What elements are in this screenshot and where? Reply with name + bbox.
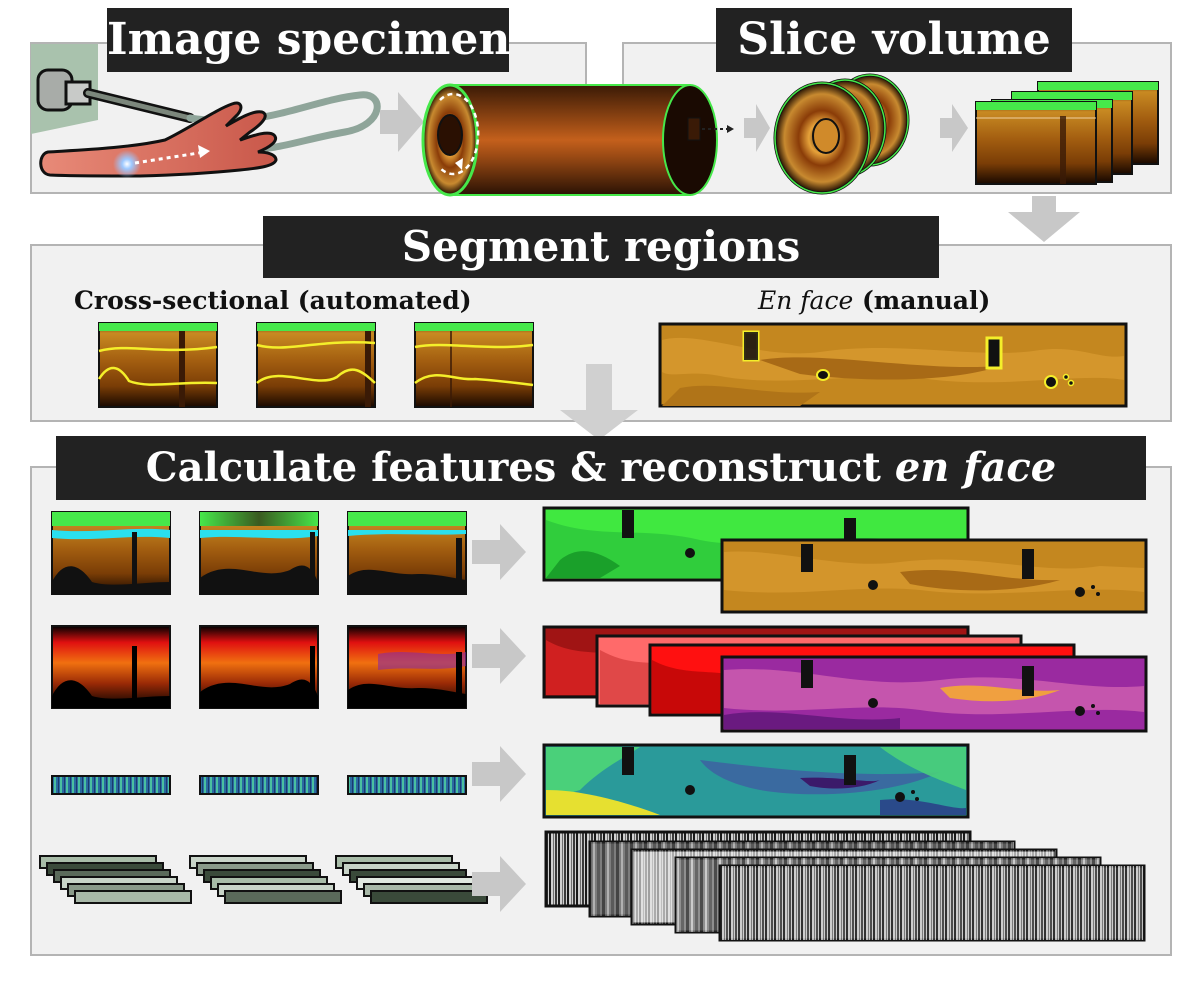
en-face-manual-map (658, 322, 1128, 408)
flow-arrow-icon (472, 746, 526, 802)
oct-machine-icon (31, 44, 98, 134)
step-image-specimen: Image specimen (107, 8, 510, 72)
hand-icon (39, 101, 278, 178)
flow-arrow-icon (1008, 196, 1080, 242)
feature-row-strips (51, 775, 467, 795)
step-calculate-features: Calculate features & reconstruct en face (56, 436, 1146, 500)
en-face-label-rest: (manual) (853, 286, 991, 315)
en-face-lipid-maps (542, 506, 1148, 614)
cross-section-disc-icon (773, 73, 910, 195)
cross-sectional-segmentations (97, 322, 534, 408)
en-face-viridis-map (542, 743, 970, 819)
feature-row-slabs (39, 855, 488, 904)
flow-arrow-icon (744, 104, 770, 152)
en-face-label: En face (manual) (758, 286, 990, 315)
calculate-label-italic: en face (894, 444, 1057, 491)
feature-row-lipid (51, 511, 467, 595)
flow-arrow-icon (472, 628, 526, 684)
step-segment-regions: Segment regions (263, 216, 939, 278)
flow-arrow-icon (560, 364, 638, 440)
en-face-grayscale-stack (544, 830, 1146, 942)
flow-arrow-icon (472, 856, 526, 912)
feature-row-attenuation (51, 625, 467, 709)
bscan-stack (975, 81, 1159, 185)
flow-arrow-icon (940, 104, 968, 152)
flow-arrow-icon (472, 524, 526, 580)
flow-arrow-icon (380, 92, 424, 152)
cross-sectional-label: Cross-sectional (automated) (74, 286, 472, 315)
step-slice-volume: Slice volume (716, 8, 1072, 72)
vessel-cylinder-icon (421, 83, 734, 197)
en-face-attenuation-maps (542, 625, 1148, 733)
en-face-label-italic: En face (758, 286, 854, 315)
calculate-label: Calculate features & reconstruct (145, 444, 895, 491)
